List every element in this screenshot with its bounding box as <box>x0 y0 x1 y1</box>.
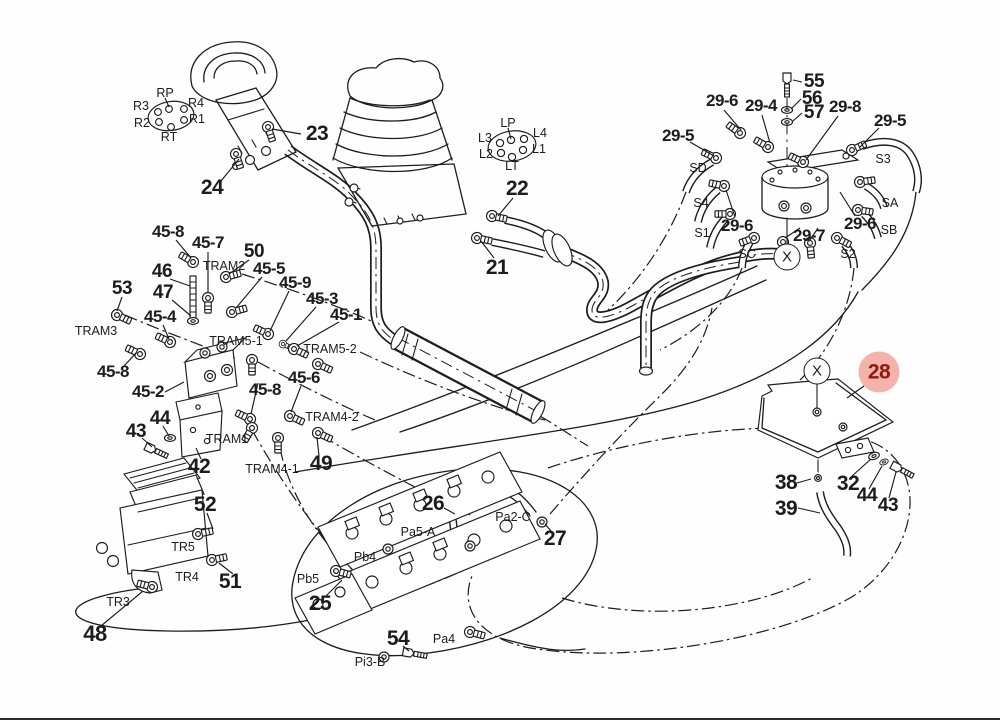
left-joystick <box>190 41 297 171</box>
scan-edge <box>0 718 1000 720</box>
r-port-plate <box>147 100 195 132</box>
right-joystick <box>332 57 573 267</box>
travel-valve <box>95 457 229 595</box>
manifold-25 <box>294 451 548 663</box>
l-port-plate <box>487 130 537 162</box>
thin-hoses <box>75 191 917 657</box>
leader-lines <box>100 79 897 652</box>
bracket-28 <box>757 378 916 482</box>
pilot-valve <box>699 72 877 259</box>
left-fitting-cluster <box>109 249 335 461</box>
manifold-valves <box>344 470 513 589</box>
thick-hoses <box>284 137 922 652</box>
